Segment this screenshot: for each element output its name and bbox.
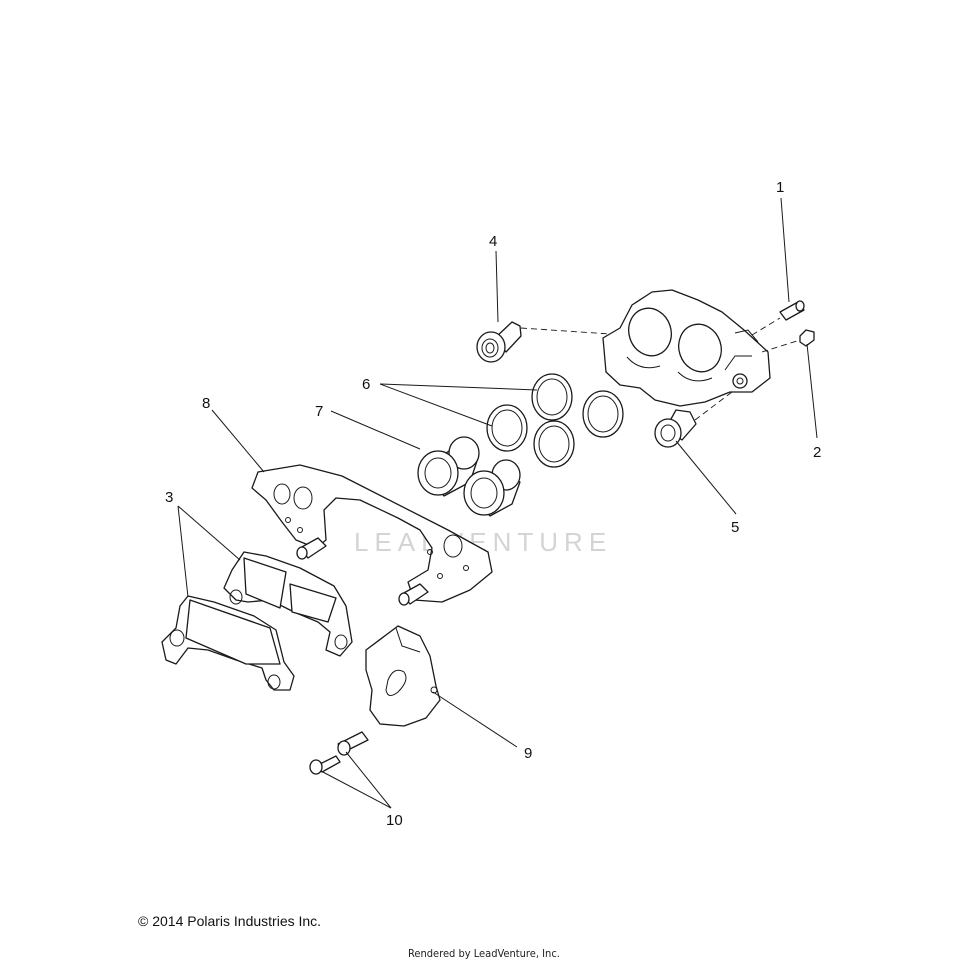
callout-9: 9 <box>524 745 532 762</box>
callout-7: 7 <box>315 403 323 420</box>
callout-numbers: 1 2 3 4 5 6 7 8 9 10 <box>165 179 821 829</box>
leader-lines <box>177 197 818 809</box>
alignment-line-bolt <box>751 317 781 336</box>
mounting-bracket <box>251 464 493 606</box>
pistons <box>417 436 521 517</box>
bushing-upper <box>476 321 522 363</box>
pad-pins <box>309 731 369 775</box>
callout-3: 3 <box>165 489 173 506</box>
bleeder-screw <box>779 300 805 321</box>
caliper-body <box>602 289 771 407</box>
alignment-line-upper <box>520 327 611 335</box>
rendered-by-credit: Rendered by LeadVenture, Inc. <box>408 947 560 960</box>
piston-seals <box>486 373 624 468</box>
pad-retainer <box>365 625 441 727</box>
alignment-line-cap <box>761 339 801 353</box>
bleeder-cap <box>799 329 815 347</box>
callout-8: 8 <box>202 395 210 412</box>
callout-4: 4 <box>489 233 497 250</box>
callout-10: 10 <box>386 812 403 829</box>
callout-6: 6 <box>362 376 370 393</box>
brake-pad-outer <box>161 595 295 691</box>
callout-2: 2 <box>813 444 821 461</box>
alignment-line-lower <box>694 391 733 421</box>
callout-5: 5 <box>731 519 739 536</box>
bushing-lower <box>654 409 697 448</box>
callout-1: 1 <box>776 179 784 196</box>
brake-pad-inner <box>223 551 353 657</box>
copyright-notice: © 2014 Polaris Industries Inc. <box>138 913 322 929</box>
